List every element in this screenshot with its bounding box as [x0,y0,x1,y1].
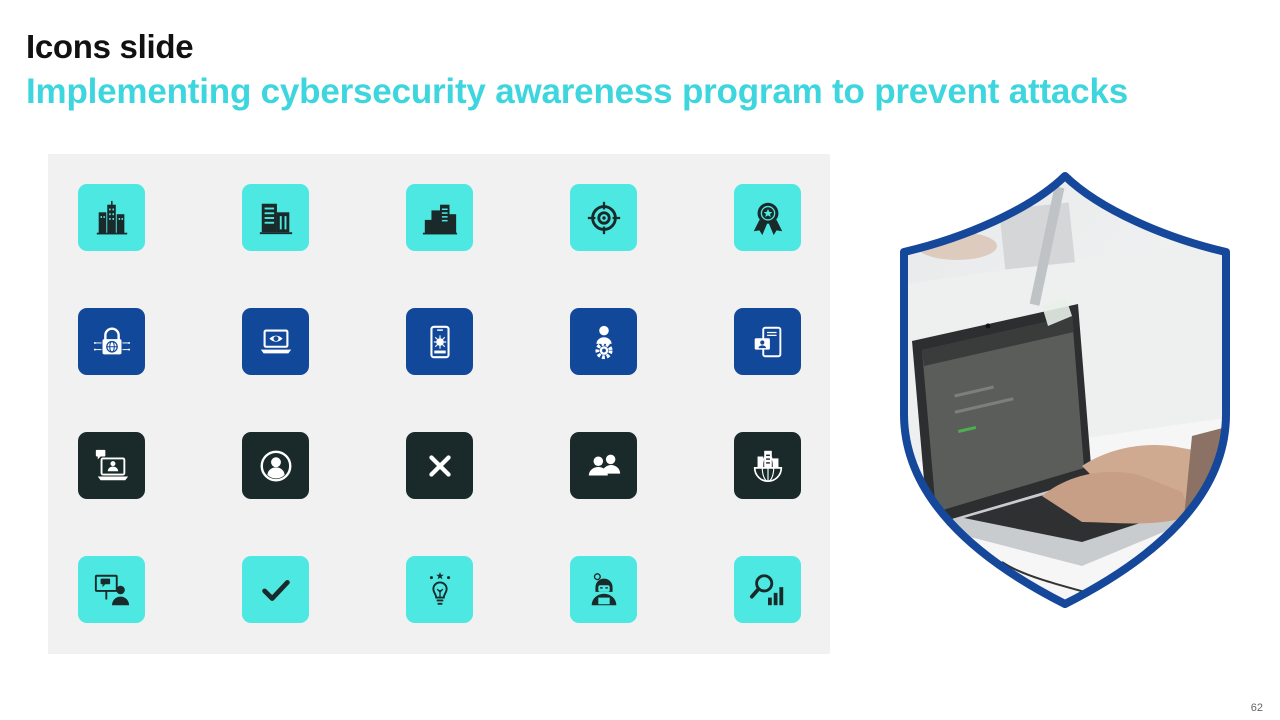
user-group-icon [588,454,620,475]
tile-user-circle[interactable] [242,432,309,499]
tile-network-lock[interactable] [78,308,145,375]
tile-laptop-eye[interactable] [242,308,309,375]
search-analytics-icon [749,573,783,605]
target-crosshair-icon [587,201,620,234]
tile-hacker[interactable] [570,556,637,623]
page-number: 62 [1250,702,1263,714]
office-building-icon [259,203,292,234]
presentation-user-icon [94,574,129,605]
mobile-virus-icon [429,325,450,358]
shield-photo [900,172,1230,608]
tile-checkmark[interactable] [242,556,309,623]
tile-office-building[interactable] [242,184,309,251]
tile-city-skyline[interactable] [406,184,473,251]
laptop-chat-icon [95,449,128,480]
user-circle-icon [260,450,291,481]
tile-target-crosshair[interactable] [570,184,637,251]
idea-bulb-icon [429,571,450,605]
tall-building-icon [96,200,127,234]
hacker-icon [591,572,616,605]
network-lock-icon [93,327,130,354]
tile-search-analytics[interactable] [734,556,801,623]
award-ribbon-icon [753,202,782,235]
tile-idea-bulb[interactable] [406,556,473,623]
tile-award-ribbon[interactable] [734,184,801,251]
tile-device-profile[interactable] [734,308,801,375]
tile-global-building[interactable] [734,432,801,499]
slide-title: Icons slide [26,28,194,65]
global-building-icon [753,450,782,482]
tile-user-group[interactable] [570,432,637,499]
tile-user-gear[interactable] [570,308,637,375]
icon-grid-panel [48,154,830,654]
tile-presentation-user[interactable] [78,556,145,623]
checkmark-icon [261,579,290,601]
tile-close-x[interactable] [406,432,473,499]
laptop-eye-icon [260,329,291,353]
tile-tall-building[interactable] [78,184,145,251]
laptop-typing-photo [904,176,1226,604]
slide-subtitle: Implementing cybersecurity awareness pro… [26,72,1128,111]
close-x-icon [428,454,451,477]
device-profile-icon [754,326,781,357]
tile-mobile-virus[interactable] [406,308,473,375]
city-skyline-icon [422,204,457,234]
tile-laptop-chat[interactable] [78,432,145,499]
user-gear-icon [594,325,613,359]
